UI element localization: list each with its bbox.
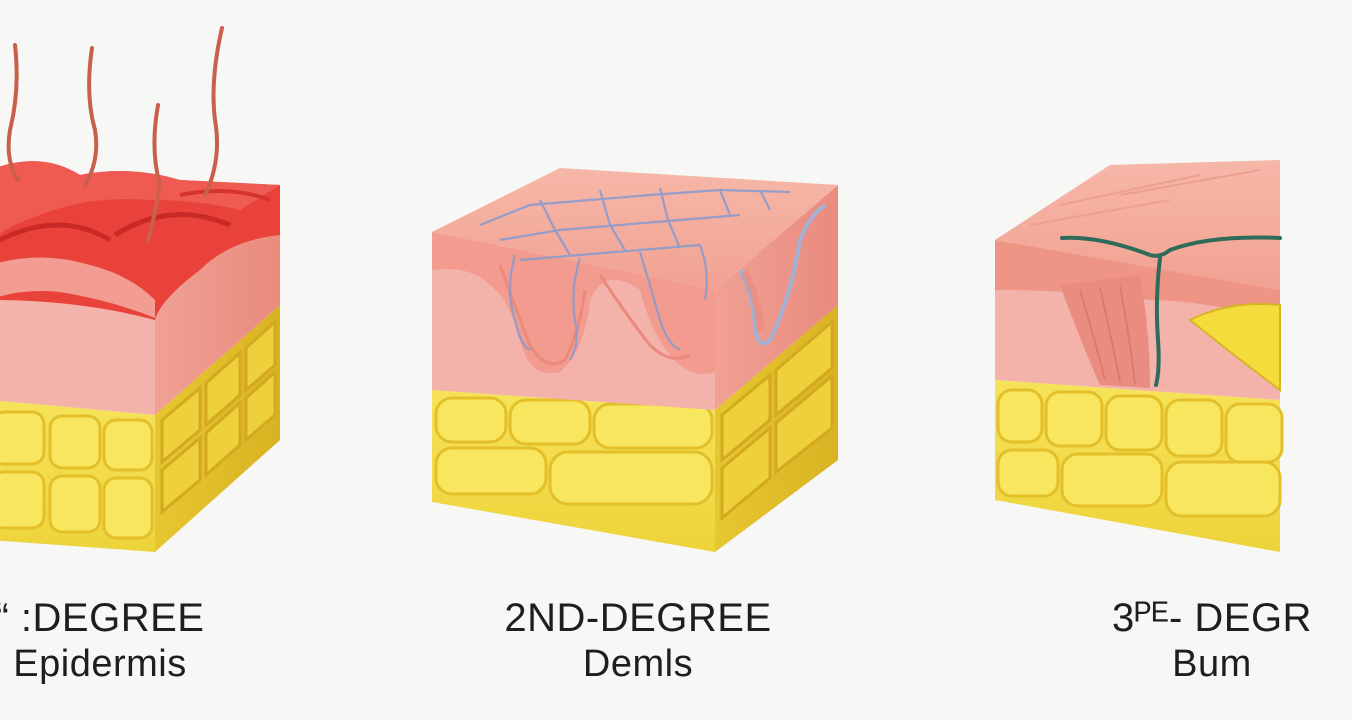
panel-title: “ :DEGREE (0, 596, 205, 640)
skin-block-first-degree (0, 26, 280, 552)
skin-block-second-degree (432, 168, 838, 552)
panel-title: 3ᴾᴱ- DEGR (1112, 596, 1312, 640)
skin-block-third-degree (995, 160, 1284, 552)
panel-caption-first-degree: “ :DEGREE Epidermis (0, 596, 240, 688)
panel-caption-third-degree: 3ᴾᴱ- DEGR Bum (1072, 596, 1352, 688)
panel-caption-second-degree: 2ND-DEGREE Demls (498, 596, 778, 688)
panel-subtitle: Demls (582, 643, 694, 685)
burn-degree-diagram (0, 26, 1284, 552)
panel-subtitle: Epidermis (13, 643, 187, 685)
panel-title: 2ND-DEGREE (504, 596, 772, 640)
panel-subtitle: Bum (1172, 643, 1252, 685)
